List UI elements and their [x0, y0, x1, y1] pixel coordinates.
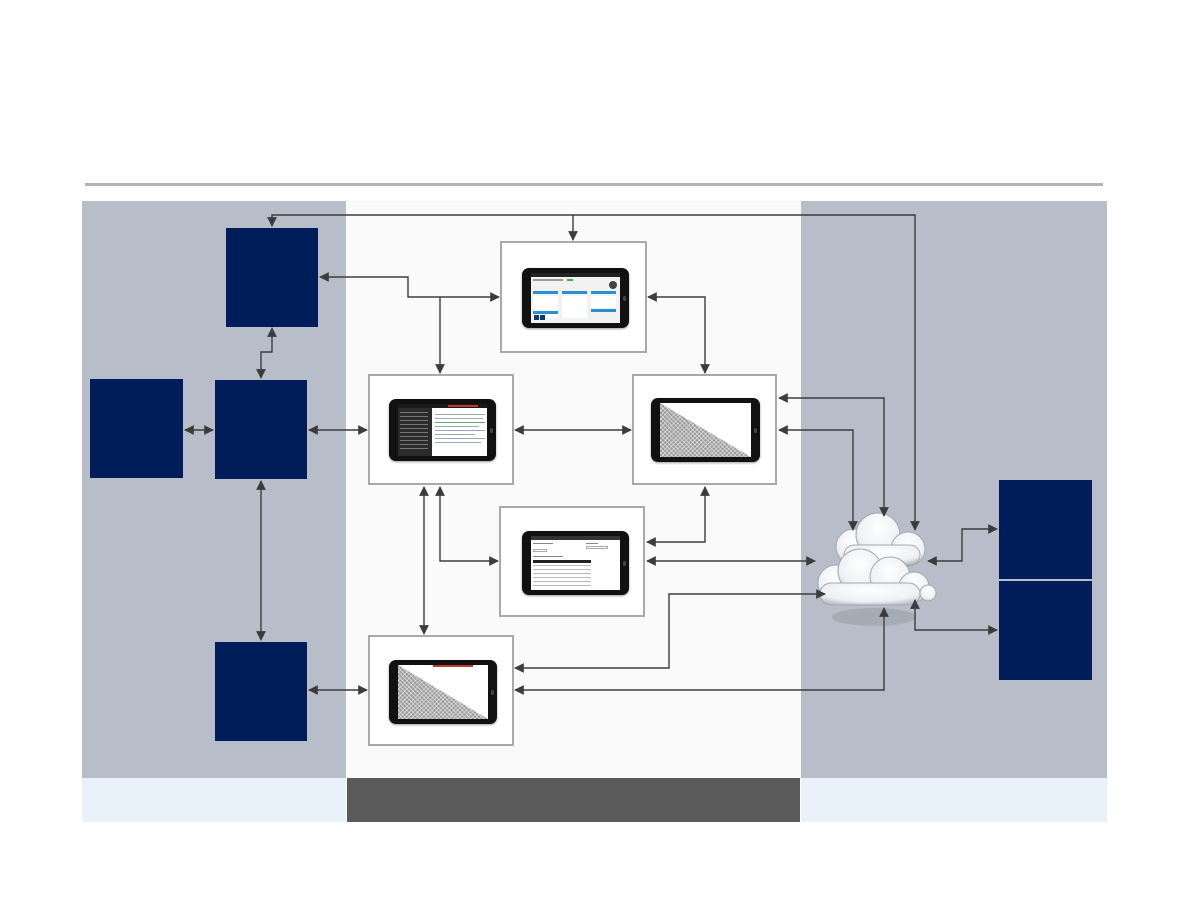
right-top-node — [999, 480, 1092, 579]
left-zone-footer — [82, 778, 346, 822]
tablet-icon — [389, 660, 497, 724]
right-zone-footer — [801, 778, 1107, 822]
left-outer-node — [90, 379, 183, 478]
title-divider — [85, 183, 1103, 186]
left-bottom-node — [215, 642, 307, 741]
center-zone-footer — [347, 778, 800, 822]
right-bottom-node — [999, 581, 1092, 680]
cloud-icon — [817, 512, 937, 626]
app-screen-diagonal-lower — [368, 635, 514, 746]
tablet-icon — [522, 531, 629, 595]
